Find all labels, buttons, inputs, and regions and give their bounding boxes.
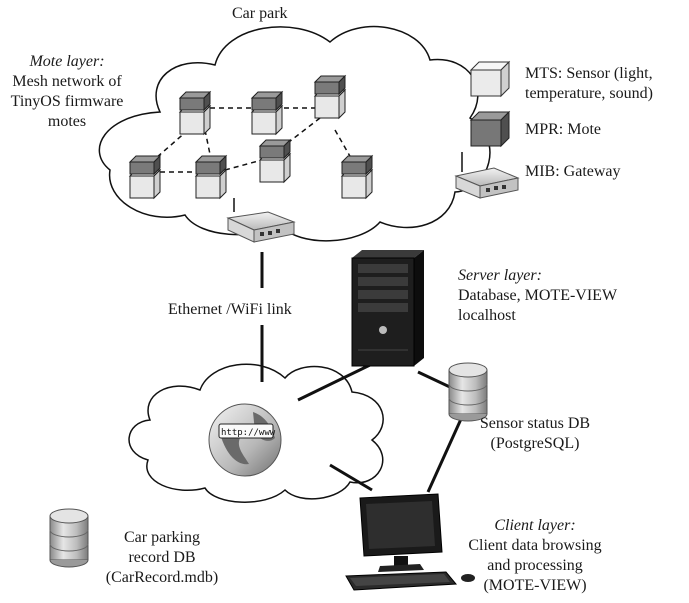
mesh-gateway-icon	[226, 198, 296, 243]
car-db-label: Car parking record DB (CarRecord.mdb)	[96, 528, 228, 588]
sensor-db-line: (PostgreSQL)	[490, 435, 580, 452]
car-park-title: Car park	[232, 5, 288, 22]
client-layer-line: (MOTE-VIEW)	[483, 577, 587, 594]
legend-mote-label: MPR: Mote	[525, 121, 602, 138]
link-internet-server	[297, 363, 371, 402]
mote-cluster	[128, 74, 374, 200]
car-db-line: (CarRecord.mdb)	[105, 569, 219, 586]
gateway-icon	[454, 152, 520, 199]
legend-sensor-line: MTS: Sensor (light,	[525, 65, 653, 82]
client-computer-icon	[345, 493, 475, 591]
car-db-line: Car parking	[124, 529, 200, 546]
sensor-status-db-icon	[448, 362, 488, 422]
mote-layer-line: Mesh network of	[12, 73, 122, 90]
mote-node	[178, 90, 212, 136]
car-park-cloud	[98, 25, 491, 242]
legend-sensor-label: MTS: Sensor (light, temperature, sound)	[525, 64, 653, 104]
client-layer-label: Client layer: Client data browsing and p…	[450, 516, 620, 596]
car-db-line: record DB	[128, 549, 196, 566]
link-server-sensordb	[417, 370, 453, 390]
mote-node	[194, 154, 228, 200]
legend-sensor-line: temperature, sound)	[525, 85, 653, 102]
client-layer-heading: Client layer:	[494, 517, 576, 534]
server-layer-line: localhost	[458, 307, 516, 324]
link-sensordb-client	[426, 407, 468, 493]
mote-node	[313, 74, 347, 120]
mote-cube-icon	[469, 110, 511, 148]
mote-layer-label: Mote layer: Mesh network of TinyOS firmw…	[2, 52, 132, 132]
mote-node	[258, 138, 292, 184]
sensor-cube-icon	[469, 60, 511, 98]
mote-layer-heading: Mote layer:	[29, 53, 105, 70]
link-internet-client	[329, 463, 373, 492]
legend-gateway-label: MIB: Gateway	[525, 163, 621, 180]
sensor-db-label: Sensor status DB (PostgreSQL)	[460, 414, 610, 454]
sensor-db-line: Sensor status DB	[479, 415, 591, 432]
mote-node	[340, 154, 374, 200]
client-layer-line: Client data browsing	[468, 537, 602, 554]
server-layer-label: Server layer: Database, MOTE-VIEW localh…	[458, 266, 617, 326]
mote-layer-line: TinyOS firmware	[10, 93, 124, 110]
globe-icon: http://www	[208, 403, 282, 477]
ethernet-link-label: Ethernet /WiFi link	[168, 301, 292, 318]
network-links	[260, 252, 468, 493]
mote-node	[250, 90, 284, 136]
mote-layer-line: motes	[47, 113, 87, 130]
client-layer-line: and processing	[487, 557, 583, 574]
server-layer-heading: Server layer:	[458, 267, 542, 284]
server-layer-line: Database, MOTE-VIEW	[458, 287, 618, 304]
car-record-db-icon	[49, 508, 89, 568]
server-icon	[351, 250, 424, 367]
mote-node	[128, 154, 162, 200]
globe-url-text: http://www	[221, 428, 276, 438]
